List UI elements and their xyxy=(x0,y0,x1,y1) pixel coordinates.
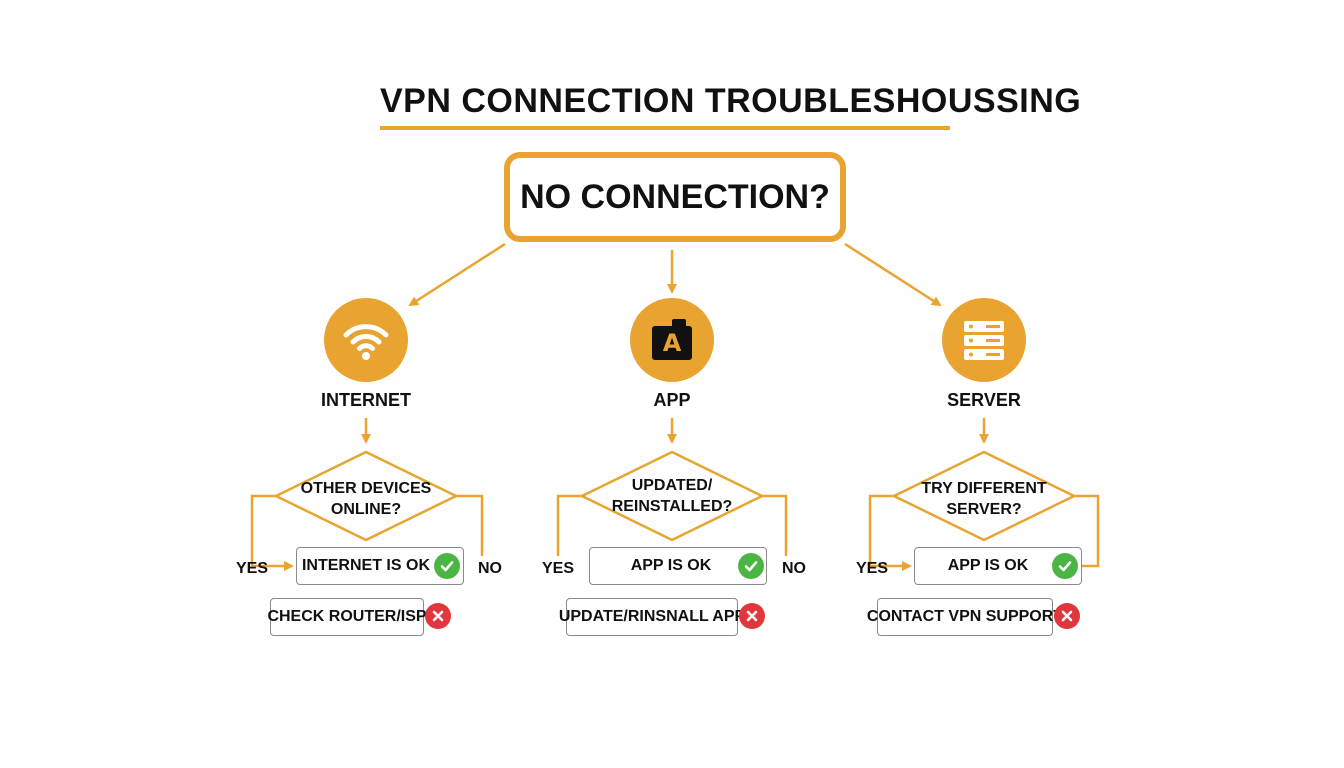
result-ok-internet: INTERNET IS OK xyxy=(296,547,464,585)
result-ok-label-internet: INTERNET IS OK xyxy=(301,557,430,574)
decision-diamond-server xyxy=(891,450,1077,542)
action-internet: CHECK ROUTER/ISP xyxy=(267,598,427,636)
arrow-root-to-internet xyxy=(408,242,506,307)
yes-label-app: YES xyxy=(542,560,575,577)
check-icon xyxy=(738,553,764,579)
question-server: TRY DIFFERENT SERVER? xyxy=(921,480,1047,518)
no-label-app: NO xyxy=(782,560,806,577)
action-label-app: UPDATE/RINSNALL APP xyxy=(558,608,746,625)
cross-icon xyxy=(425,603,451,629)
page-title: VPN CONNECTION TROUBLESHOUSSING xyxy=(380,82,1082,120)
check-icon xyxy=(434,553,460,579)
no-path-internet xyxy=(456,494,484,556)
no-path-app xyxy=(762,494,788,556)
yes-path-internet xyxy=(250,494,294,571)
no-label-internet: NO xyxy=(478,560,502,577)
check-icon xyxy=(1052,553,1078,579)
server-icon xyxy=(942,298,1026,382)
app-icon: A xyxy=(630,298,714,382)
action-app: UPDATE/RINSNALL APP xyxy=(559,598,745,636)
question-internet: OTHER DEVICES ONLINE? xyxy=(300,480,432,518)
app-window-glyph: A xyxy=(652,319,692,360)
action-label-server: CONTACT VPN SUPPORT xyxy=(866,608,1064,625)
wifi-icon xyxy=(324,298,408,382)
decision-diamond-app xyxy=(579,450,765,542)
decision-diamond-internet xyxy=(273,450,459,542)
question-app: UPDATED/ REINSTALLED? xyxy=(611,477,733,515)
yes-path-app xyxy=(556,494,582,556)
no-path-server xyxy=(1074,494,1100,568)
cross-icon xyxy=(1054,603,1080,629)
branch-label-app: APP xyxy=(653,390,691,410)
app-icon-letter: A xyxy=(662,329,682,357)
branch-label-server: SERVER xyxy=(947,390,1021,410)
yes-path-server xyxy=(868,494,912,571)
branch-label-internet: INTERNET xyxy=(321,390,411,410)
root-question-box: NO CONNECTION? xyxy=(504,152,846,242)
yes-label-server: YES xyxy=(856,560,889,577)
cross-icon xyxy=(739,603,765,629)
result-ok-label-server: APP IS OK xyxy=(947,557,1029,574)
action-label-internet: CHECK ROUTER/ISP xyxy=(267,608,427,625)
result-ok-label-app: APP IS OK xyxy=(630,557,712,574)
title-underline xyxy=(380,126,950,130)
arrow-root-to-server xyxy=(844,242,942,307)
root-question-label: NO CONNECTION? xyxy=(520,177,830,216)
yes-label-internet: YES xyxy=(236,560,269,577)
result-ok-app: APP IS OK xyxy=(589,547,767,585)
action-server: CONTACT VPN SUPPORT xyxy=(867,598,1063,636)
